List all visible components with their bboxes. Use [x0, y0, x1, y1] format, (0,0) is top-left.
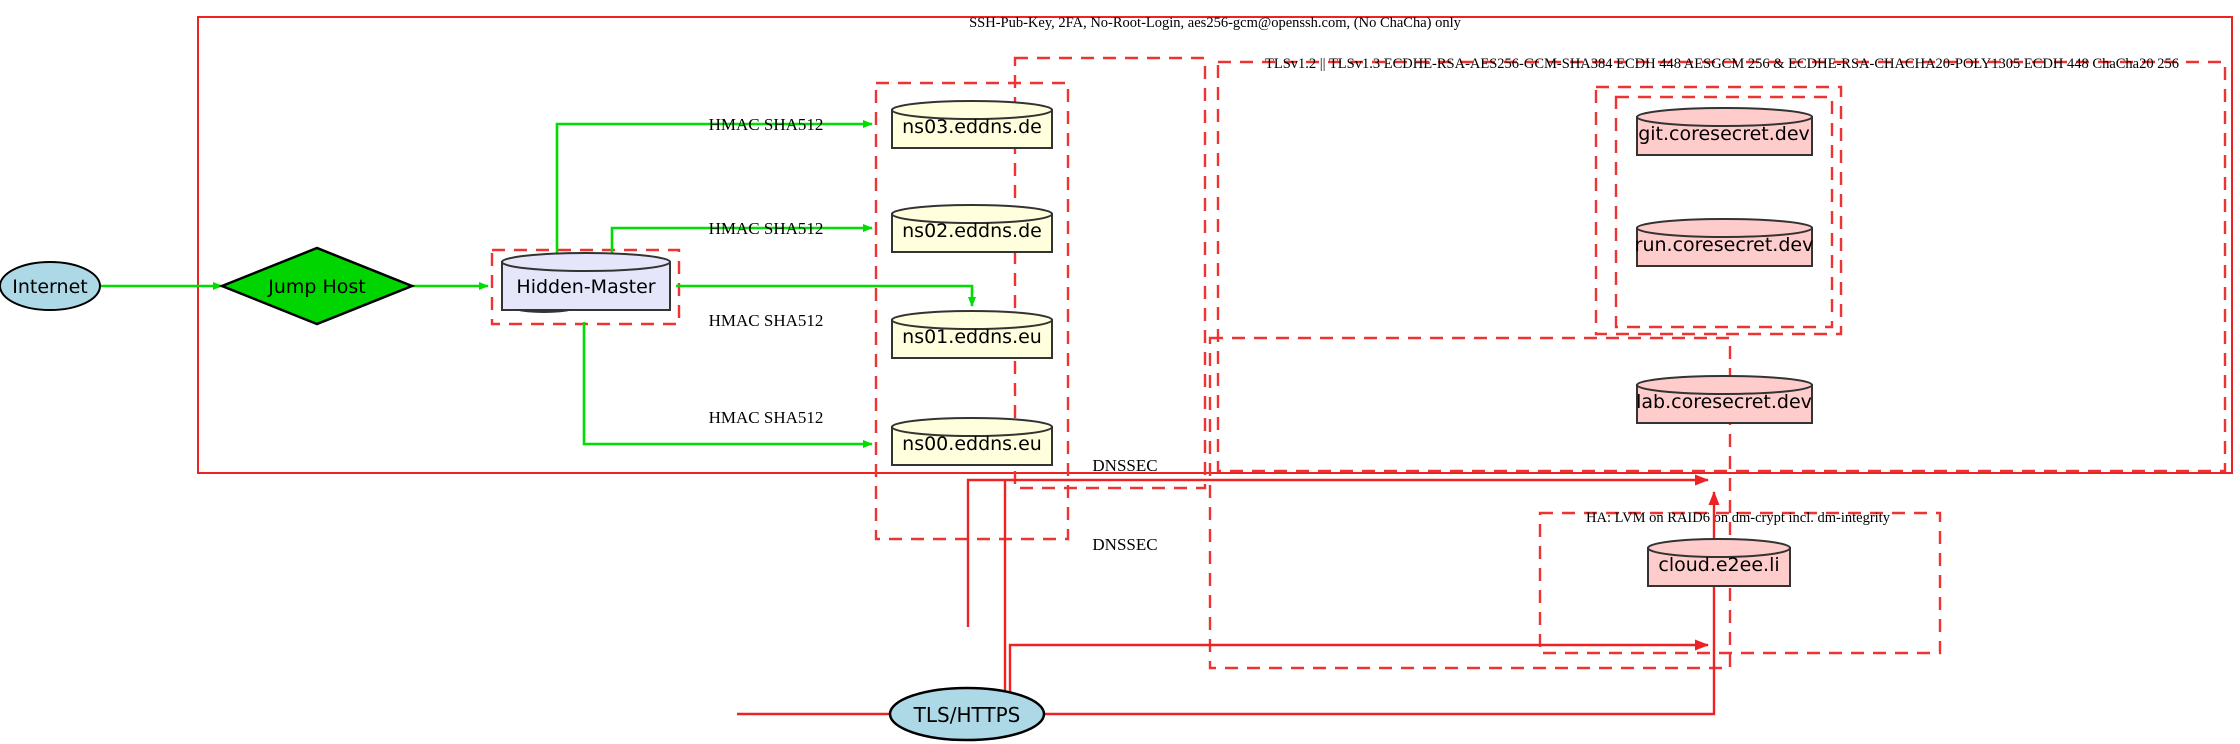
run-label: run.coresecret.dev: [1635, 234, 1814, 256]
ns02-label: ns02.eddns.de: [902, 220, 1042, 242]
jump-host-label: Jump Host: [267, 276, 366, 298]
edge-label-dnssec-upper: DNSSEC: [1092, 456, 1157, 475]
lab-top: [1636, 375, 1813, 395]
edge-label-hmac-ns03: HMAC SHA512: [709, 115, 824, 134]
dnssec-lower-boundary: [1208, 336, 1732, 670]
node-lab-coresecret[interactable]: lab.coresecret.dev: [1636, 375, 1813, 424]
edge-dnssec-lower: [1008, 639, 1709, 700]
dnssec-upper-boundary: [1013, 56, 1207, 490]
node-cloud-e2ee[interactable]: cloud.e2ee.li: [1647, 538, 1791, 587]
ns01-label: ns01.eddns.eu: [902, 326, 1042, 348]
cloud-label: cloud.e2ee.li: [1658, 554, 1779, 576]
node-hidden-master[interactable]: Hidden-Master: [501, 252, 671, 313]
lab-label: lab.coresecret.dev: [1636, 391, 1812, 413]
cloud-top: [1647, 538, 1791, 558]
ns02-top: [891, 204, 1053, 224]
git-label: git.coresecret.dev: [1638, 123, 1810, 145]
node-ns00[interactable]: ns00.eddns.eu: [891, 417, 1053, 466]
node-ns01[interactable]: ns01.eddns.eu: [891, 310, 1053, 359]
git-top: [1636, 107, 1813, 127]
coresecret-boundary: [1594, 85, 1843, 336]
node-jump-host[interactable]: Jump Host: [218, 246, 416, 326]
edge-dnssec-upper: [966, 474, 1709, 627]
ns00-label: ns00.eddns.eu: [902, 433, 1042, 455]
edge-label-hmac-ns02: HMAC SHA512: [709, 219, 824, 238]
tls-https-shape: [888, 686, 1046, 742]
tls-https-label: TLS/HTTPS: [913, 703, 1021, 727]
edge-master-to-ns01: [676, 284, 976, 307]
ns01-top: [891, 310, 1053, 330]
ns03-label: ns03.eddns.de: [902, 116, 1042, 138]
hidden-master-label: Hidden-Master: [516, 276, 655, 298]
internet-shape: [0, 261, 101, 311]
dns-cluster-boundary: [874, 81, 1070, 541]
edge-master-to-ns02: [610, 224, 873, 262]
ns03-top: [891, 100, 1053, 120]
internet-label: Internet: [12, 276, 87, 298]
edge-tls-to-cloud: [737, 491, 1720, 716]
jump-host-shape: [218, 246, 416, 326]
ssh-policy-label: SSH-Pub-Key, 2FA, No-Root-Login, aes256-…: [969, 15, 1462, 31]
node-run-coresecret[interactable]: run.coresecret.dev: [1635, 218, 1814, 267]
hidden-master-cap: [501, 252, 671, 272]
ha-policy-boundary: [1538, 511, 1942, 655]
node-internet[interactable]: Internet: [0, 261, 101, 311]
git-run-boundary: [1614, 95, 1834, 329]
node-tls-https[interactable]: TLS/HTTPS: [888, 686, 1046, 742]
ns00-top: [891, 417, 1053, 437]
edge-label-dnssec-lower: DNSSEC: [1092, 535, 1157, 554]
edge-master-to-ns00: [582, 322, 873, 448]
edge-master-to-ns03: [555, 120, 873, 262]
ssh-policy-boundary: [197, 16, 2233, 474]
run-top: [1636, 218, 1813, 238]
edge-label-hmac-ns01: HMAC SHA512: [709, 311, 824, 330]
tls-policy-boundary: [1216, 60, 2227, 473]
node-ns03[interactable]: ns03.eddns.de: [891, 100, 1053, 149]
node-git-coresecret[interactable]: git.coresecret.dev: [1636, 107, 1813, 156]
tls-policy-label: TLSv1.2 || TLSv1.3 ECDHE-RSA-AES256-GCM-…: [1265, 56, 2179, 72]
ha-policy-label: HA: LVM on RAID6 on dm-crypt incl. dm-in…: [1586, 510, 1891, 526]
node-ns02[interactable]: ns02.eddns.de: [891, 204, 1053, 253]
edge-label-hmac-ns00: HMAC SHA512: [709, 408, 824, 427]
